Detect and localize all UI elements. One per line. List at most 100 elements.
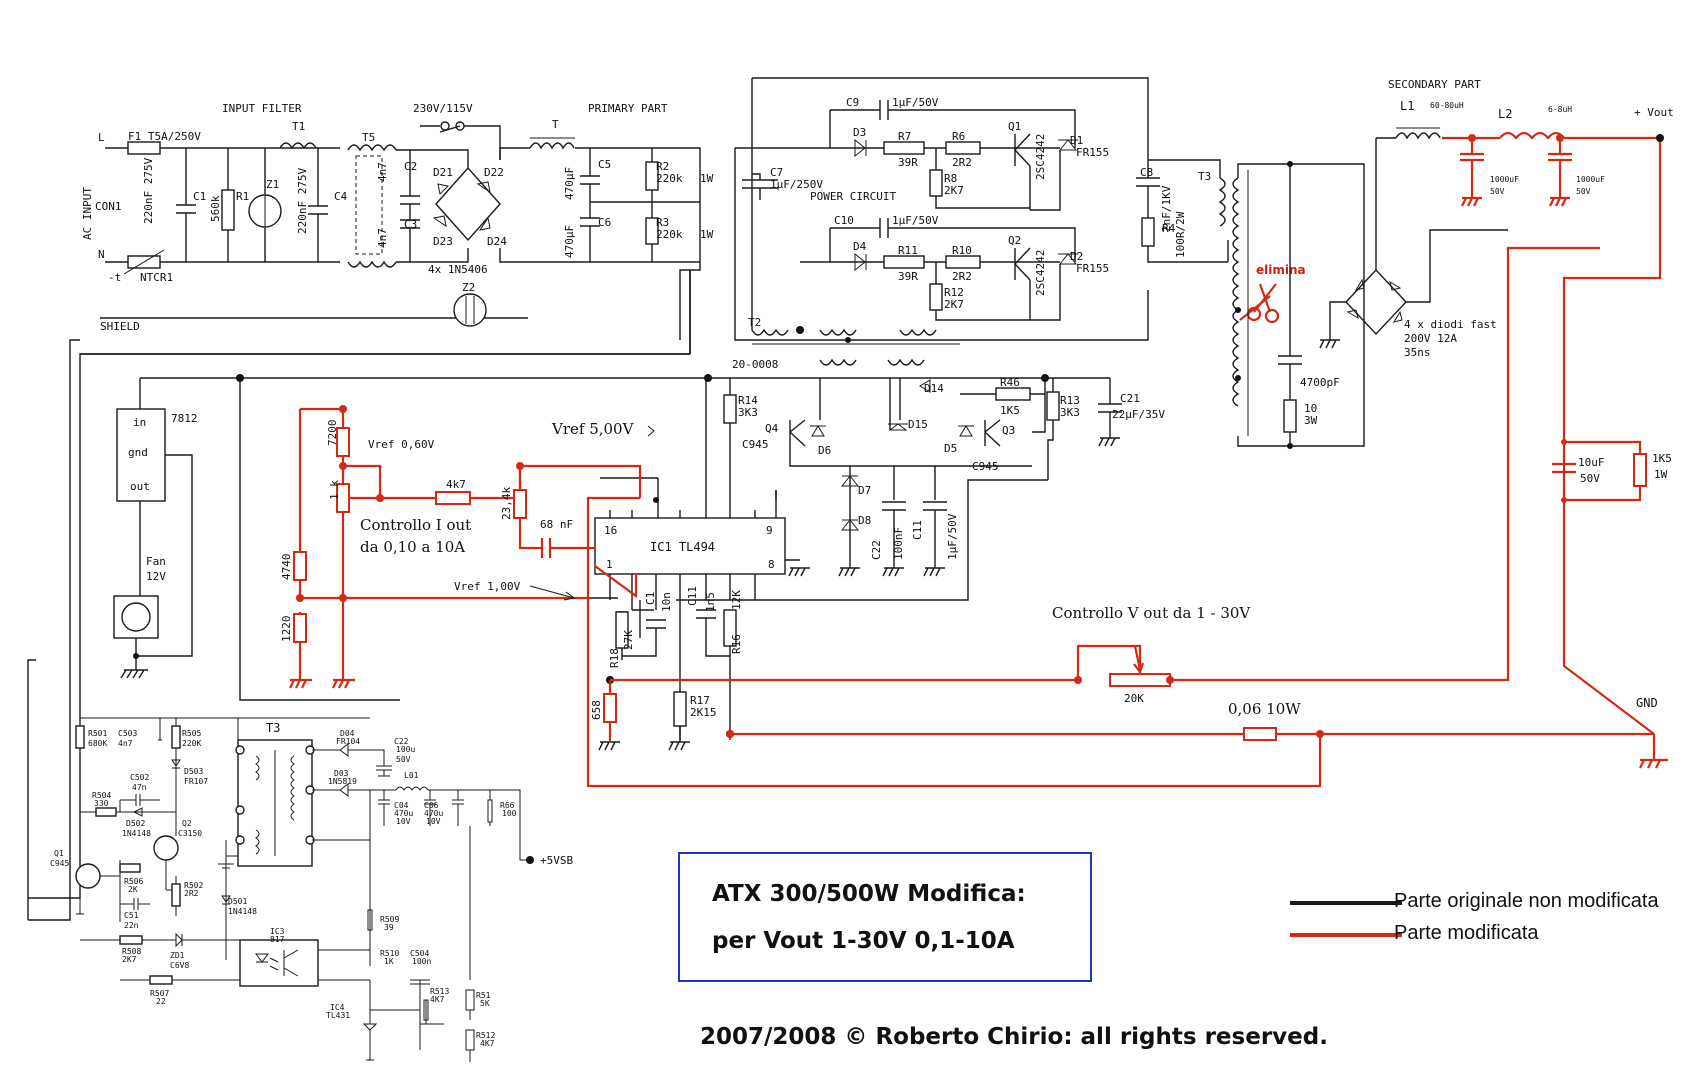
r18-label: R18 xyxy=(608,648,621,668)
q2-sb-value: C3150 xyxy=(178,829,202,838)
switch-contact-1 xyxy=(440,121,450,131)
shunt-resistor xyxy=(1243,727,1277,741)
q2-sb-label: Q2 xyxy=(182,819,192,828)
primary-part-title: PRIMARY PART xyxy=(588,102,668,115)
legend-original: Parte originale non modificata xyxy=(1290,890,1659,914)
c04-volt: 10V xyxy=(396,817,411,826)
c1000a-volt: 50V xyxy=(1490,187,1505,196)
d2-type: FR155 xyxy=(1076,262,1109,275)
transistor-q2-standby xyxy=(153,835,179,861)
regulator-7812 xyxy=(116,408,166,502)
zd1-label: ZD1 xyxy=(170,951,185,960)
optocoupler-ic3 xyxy=(239,939,319,987)
ic1-tl494: IC1 TL494 16 9 1 8 27K R18 C1 10n C11 1n… xyxy=(594,378,810,751)
shunt-label: 0,06 10W xyxy=(1228,700,1301,718)
c11-value: 1µF/50V xyxy=(946,513,959,560)
r8-label: R8 xyxy=(944,172,957,185)
ic4-label: IC4 xyxy=(330,1003,345,1012)
r502-value: 2R2 xyxy=(184,889,199,898)
ic3-value: 817 xyxy=(270,935,285,944)
gnd-label: GND xyxy=(1636,696,1658,710)
r1k5-watt: 1W xyxy=(1654,468,1668,481)
resistor-r14 xyxy=(723,394,737,424)
r12-value: 2K7 xyxy=(944,298,964,311)
copyright-notice: 2007/2008 © Roberto Chirio: all rights r… xyxy=(700,1024,1328,1050)
t2-label: T2 xyxy=(748,316,761,329)
r3-value: 220k xyxy=(656,228,683,241)
d03-label: D03 xyxy=(334,769,349,778)
r12-label: R12 xyxy=(944,286,964,299)
r23k4-label: 23,4k xyxy=(500,487,513,520)
fan-label: Fan xyxy=(146,555,166,568)
line-terminal-label: L xyxy=(98,131,105,144)
resistor-r506 xyxy=(119,863,141,873)
ctrl-i-line2: da 0,10 a 10A xyxy=(360,538,465,556)
r501-value: 680K xyxy=(88,739,107,748)
resistor-r12 xyxy=(929,283,943,311)
con1-label: CON1 xyxy=(95,200,122,213)
q2-label: Q2 xyxy=(1008,234,1021,247)
l01-label: L01 xyxy=(404,771,419,780)
resistor-r13 xyxy=(1046,391,1060,421)
r2-label: R2 xyxy=(656,160,669,173)
c8-label: C8 xyxy=(1140,166,1153,179)
shield-label: SHIELD xyxy=(100,320,140,333)
c504-value: 100n xyxy=(412,957,431,966)
q2-type: 2SC4242 xyxy=(1034,250,1047,296)
c2-label: C2 xyxy=(404,160,417,173)
resistor-r2 xyxy=(645,161,659,191)
d1-type: FR155 xyxy=(1076,146,1109,159)
t1-label: T1 xyxy=(292,120,305,133)
vref100-label: Vref 1,00V xyxy=(454,580,521,593)
r3-label: R3 xyxy=(656,216,669,229)
d6-label: D6 xyxy=(818,444,831,457)
d14-label: D14 xyxy=(924,382,944,395)
q1-sb-label: Q1 xyxy=(54,849,64,858)
resistor-4740 xyxy=(293,551,307,581)
c04-value: 470u xyxy=(394,809,413,818)
c5-label: C5 xyxy=(598,158,611,171)
t5-label: T5 xyxy=(362,131,375,144)
power-circuit-label: POWER CIRCUIT xyxy=(810,190,896,203)
f1-label: F1 T5A/250V xyxy=(128,130,201,143)
resistor-r1 xyxy=(221,189,235,231)
d4-label: D4 xyxy=(853,240,867,253)
ic1-label: IC1 TL494 xyxy=(650,540,715,554)
d8-label: D8 xyxy=(858,514,871,527)
r7200-label: 7200 xyxy=(326,420,339,447)
d501-label: D501 xyxy=(228,897,247,906)
r17-label: R17 xyxy=(690,694,710,707)
diodi-line2: 200V 12A xyxy=(1404,332,1457,345)
r1220-label: 1220 xyxy=(280,616,293,643)
c9-value: 1µF/50V xyxy=(892,96,939,109)
c4700-label: 4700pF xyxy=(1300,376,1340,389)
r506-label: R506 xyxy=(124,877,143,886)
snubber-resistor xyxy=(1283,399,1297,433)
d501-value: 1N4148 xyxy=(228,907,257,916)
d3-label: D3 xyxy=(853,126,866,139)
r4k7-label: 4k7 xyxy=(446,478,466,491)
r510-value: 1K xyxy=(384,957,394,966)
neutral-terminal-label: N xyxy=(98,248,105,261)
r3-watt: 1W xyxy=(700,228,714,241)
resistor-r505 xyxy=(171,725,181,749)
r506-value: 2K xyxy=(128,885,138,894)
zd1-value: C6V8 xyxy=(170,961,189,970)
c22-sb-label: C22 xyxy=(394,737,409,746)
fan-icon xyxy=(121,602,151,632)
resistor-r6 xyxy=(945,141,981,155)
r51-label: R51 xyxy=(476,991,491,1000)
l2-value: 6-8uH xyxy=(1548,105,1572,114)
legend-modified-text: Parte modificata xyxy=(1394,922,1539,944)
ntc-mark: -t xyxy=(108,271,121,284)
resistor-r504 xyxy=(95,807,117,817)
r16-label: R16 xyxy=(730,634,743,654)
r6-label: R6 xyxy=(952,130,965,143)
c3-value: 4n7 xyxy=(376,228,389,248)
c2-value: 4n7 xyxy=(376,162,389,182)
z1-label: Z1 xyxy=(266,178,279,191)
secondary-section: SECONDARY PART L1 60-80uH + Vout 4700pF … xyxy=(1232,78,1674,449)
c9-label: C9 xyxy=(846,96,859,109)
d15-label: D15 xyxy=(908,418,928,431)
driver-section: R14 3K3 Q4 C945 D6 D14 D15 R46 1K5 Q3 C9… xyxy=(676,376,1165,601)
